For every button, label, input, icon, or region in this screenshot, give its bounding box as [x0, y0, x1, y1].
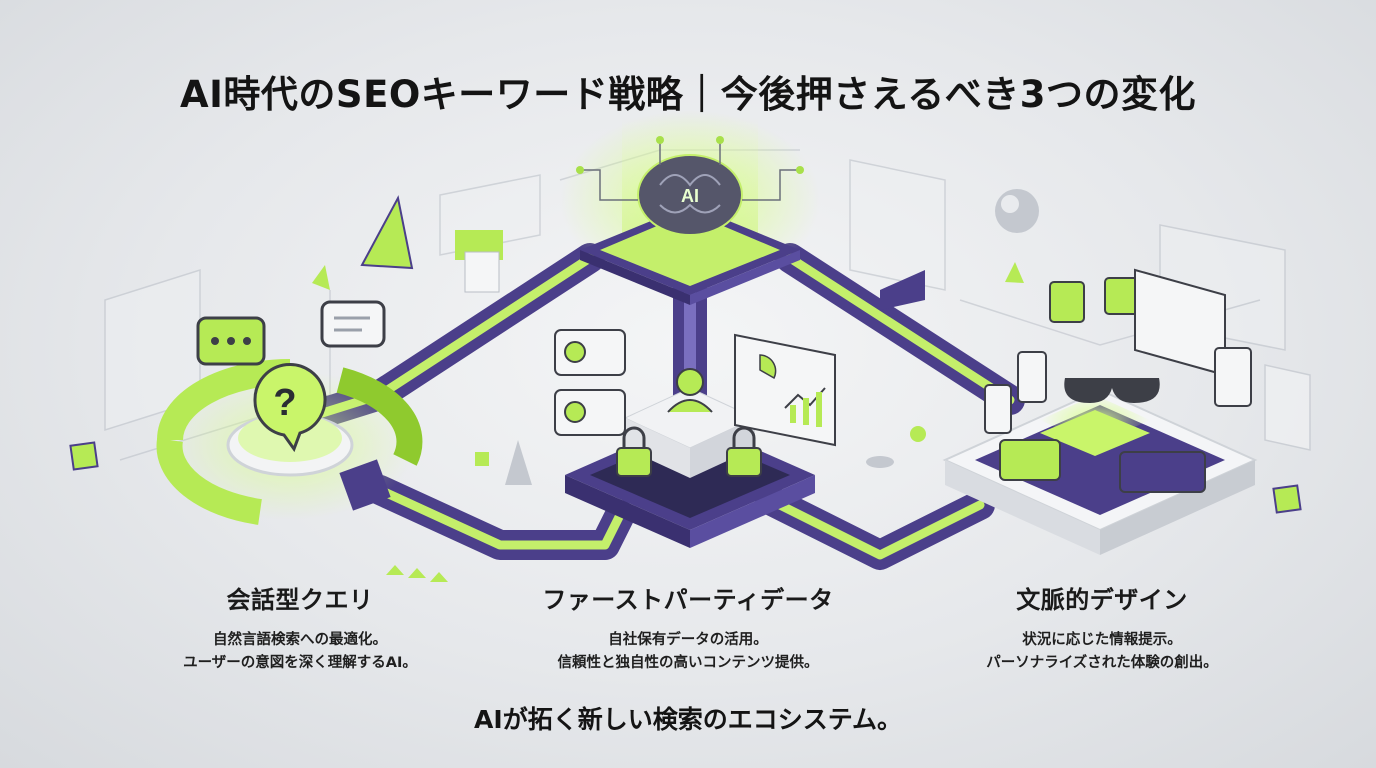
section-line: 自然言語検索への最適化。 — [213, 632, 387, 648]
section-line: パーソナライズされた体験の創出。 — [986, 655, 1218, 671]
section-line: 自社保有データの活用。 — [608, 632, 768, 648]
section-line: 信頼性と独自性の高いコンテンツ提供。 — [557, 655, 819, 671]
page-title: AI時代のSEOキーワード戦略｜今後押さえるべき3つの変化 — [180, 73, 1196, 116]
svg-text:?: ? — [273, 382, 296, 424]
section-heading: 会話型クエリ — [226, 586, 374, 614]
ai-badge: AI — [681, 186, 699, 206]
brain-icon — [637, 154, 743, 236]
section-first-party-data: ファーストパーティデータ 自社保有データの活用。 信頼性と独自性の高いコンテンツ… — [498, 580, 878, 675]
decorative-shapes — [69, 189, 1302, 582]
devices-icon — [942, 268, 1258, 555]
section-conversational-query: 会話型クエリ 自然言語検索への最適化。 ユーザーの意図を深く理解するAI。 — [110, 580, 490, 675]
section-line: 状況に応じた情報提示。 — [1022, 632, 1182, 648]
lock-user-icon — [554, 329, 836, 548]
footer-tagline: AIが拓く新しい検索のエコシステム。 — [474, 705, 902, 734]
glasses-icon — [1064, 378, 1160, 403]
section-line: ユーザーの意図を深く理解するAI。 — [183, 655, 417, 671]
section-heading: 文脈的デザイン — [1016, 586, 1188, 614]
section-heading: ファーストパーティデータ — [542, 586, 834, 614]
chart-panel-icon — [734, 333, 836, 447]
question-bubble-icon: ? — [156, 300, 423, 525]
section-contextual-design: 文脈的デザイン 状況に応じた情報提示。 パーソナライズされた体験の創出。 — [912, 580, 1292, 675]
ai-brain-hub: AI — [560, 110, 820, 305]
